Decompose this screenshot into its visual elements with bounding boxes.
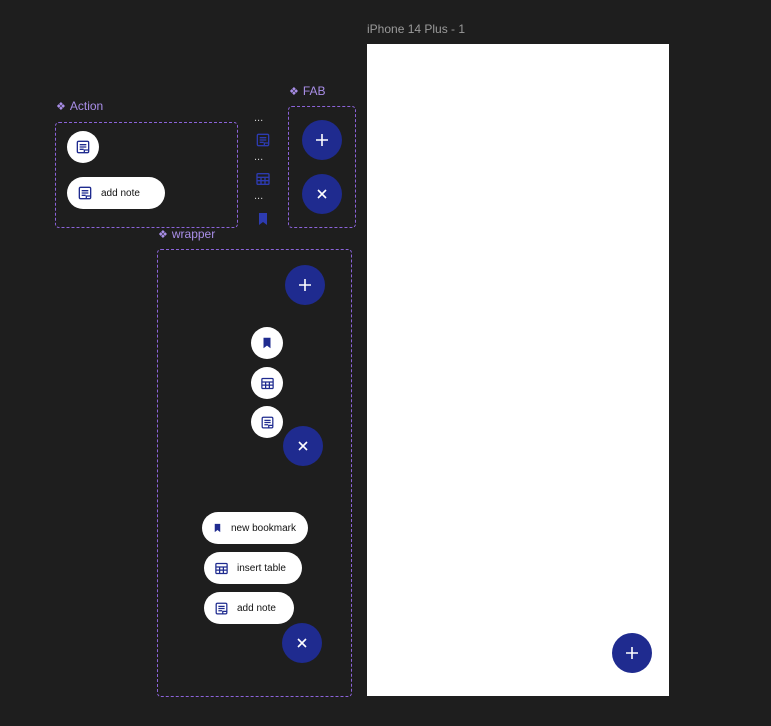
component-icon: ❖	[158, 228, 168, 241]
action-note-icon-button[interactable]	[67, 131, 99, 163]
plus-icon	[316, 134, 328, 146]
close-icon	[298, 441, 308, 451]
action-component-frame[interactable]: add note	[55, 122, 238, 228]
action-component-label[interactable]: ❖ Action	[56, 99, 103, 113]
phone-frame-title[interactable]: iPhone 14 Plus - 1	[367, 22, 466, 36]
fab-plus-variant[interactable]	[302, 120, 342, 160]
note-icon	[256, 133, 270, 147]
wrapper-insert-table-pill[interactable]: insert table	[204, 552, 302, 584]
plus-icon	[626, 647, 638, 659]
action-add-note-pill[interactable]: add note	[67, 177, 165, 209]
insert-table-label: insert table	[237, 562, 286, 574]
note-icon	[78, 186, 92, 200]
bookmark-icon	[263, 337, 271, 349]
variant-note[interactable]	[255, 132, 271, 148]
wrapper-fab-close[interactable]	[283, 426, 323, 466]
fab-component-frame[interactable]	[288, 106, 356, 228]
wrapper-note-button[interactable]	[251, 406, 283, 438]
wrapper-table-button[interactable]	[251, 367, 283, 399]
wrapper-bookmark-button[interactable]	[251, 327, 283, 359]
bookmark-icon	[214, 523, 221, 533]
action-label-text: Action	[69, 99, 104, 113]
variant-dots-2: ...	[254, 151, 264, 163]
note-icon	[76, 140, 90, 154]
close-icon	[297, 638, 307, 648]
note-icon	[261, 416, 273, 428]
wrapper-new-bookmark-pill[interactable]: new bookmark	[202, 512, 308, 544]
variant-dots-1: ...	[254, 112, 264, 124]
note-icon	[215, 602, 228, 614]
wrapper-fab-close-2[interactable]	[282, 623, 322, 663]
component-icon: ❖	[289, 85, 299, 98]
phone-fab-plus[interactable]	[612, 633, 652, 673]
add-note-label: add note	[237, 602, 276, 614]
plus-icon	[299, 279, 311, 291]
fab-label-text: FAB	[302, 84, 326, 98]
variant-dots-3: ...	[254, 190, 264, 202]
component-icon: ❖	[56, 100, 66, 113]
variant-table[interactable]	[255, 171, 271, 187]
variant-bookmark[interactable]	[255, 211, 271, 227]
fab-close-variant[interactable]	[302, 174, 342, 214]
wrapper-component-frame[interactable]: new bookmark insert table add note	[157, 249, 352, 697]
phone-frame[interactable]	[367, 44, 669, 696]
wrapper-fab-plus[interactable]	[285, 265, 325, 305]
fab-component-label[interactable]: ❖ FAB	[289, 84, 326, 98]
table-icon	[260, 377, 274, 389]
new-bookmark-label: new bookmark	[230, 522, 296, 534]
bookmark-icon	[259, 213, 267, 225]
wrapper-component-label[interactable]: ❖ wrapper	[158, 227, 215, 241]
add-note-label: add note	[101, 187, 140, 199]
table-icon	[256, 173, 270, 185]
wrapper-label-text: wrapper	[171, 227, 216, 241]
close-icon	[317, 189, 327, 199]
wrapper-add-note-pill[interactable]: add note	[204, 592, 294, 624]
table-icon	[215, 562, 228, 574]
